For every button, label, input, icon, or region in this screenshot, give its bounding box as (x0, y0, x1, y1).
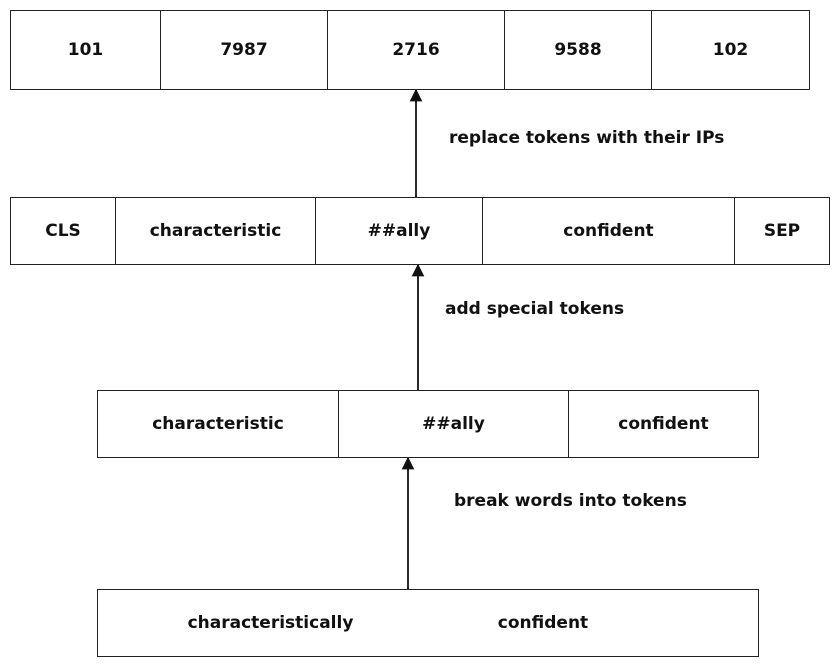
subword-tokens-row: characteristic ##ally confident (97, 390, 759, 458)
token-ids-row: 101 7987 2716 9588 102 (10, 10, 810, 90)
words-row: characteristically confident (97, 589, 759, 657)
special-token-cell: CLS (11, 198, 116, 264)
step-label-break: break words into tokens (454, 491, 687, 511)
subword-token-cell: ##ally (339, 391, 569, 457)
token-id-cell: 9588 (505, 11, 652, 89)
special-tokens-row: CLS characteristic ##ally confident SEP (10, 197, 830, 265)
subword-token-cell: characteristic (98, 391, 339, 457)
special-token-cell: confident (483, 198, 735, 264)
word-cell: confident (497, 613, 589, 633)
step-label-special: add special tokens (445, 299, 625, 319)
special-token-cell: ##ally (316, 198, 483, 264)
token-id-cell: 102 (712, 40, 749, 60)
step-label-replace: replace tokens with their IPs (449, 128, 725, 148)
word-cell: characteristically (187, 613, 354, 633)
token-id-cell: 101 (11, 11, 161, 89)
token-id-cell: 7987 (161, 11, 328, 89)
special-token-cell: characteristic (116, 198, 316, 264)
token-id-cell: 2716 (328, 11, 505, 89)
subword-token-cell: confident (618, 414, 709, 434)
special-token-cell: SEP (763, 221, 801, 241)
